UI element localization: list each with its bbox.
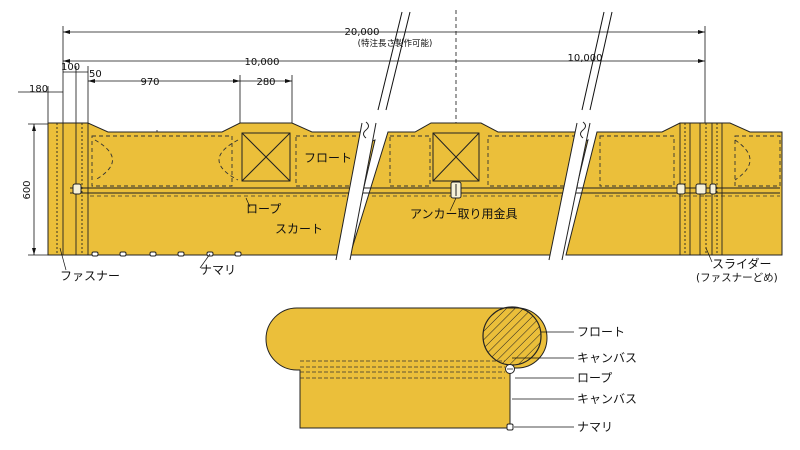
label-weight: ナマリ — [200, 263, 236, 277]
label-anchor: アンカー取り用金具 — [410, 206, 518, 221]
section-weight — [506, 423, 514, 431]
cross-section — [265, 306, 574, 431]
fastener-strips — [56, 123, 723, 255]
dimension-arrows — [32, 30, 705, 255]
crossed-box-icon — [241, 132, 480, 182]
label-rope: ロープ — [246, 202, 281, 216]
section-label-canvas-top: キャンバス — [577, 351, 637, 365]
section-label-rope: ロープ — [577, 371, 612, 385]
fence-body — [47, 121, 783, 261]
dim-970: 970 — [140, 77, 159, 88]
dim-half-left: 10,000 — [245, 57, 280, 68]
section-label-float: フロート — [577, 325, 625, 339]
dim-100: 100 — [61, 62, 80, 73]
dimension-break-marks — [377, 11, 613, 111]
dim-280: 280 — [256, 77, 275, 88]
dim-50: 50 — [89, 69, 102, 80]
dim-half-right: 10,000 — [568, 53, 603, 64]
label-skirt: スカート — [275, 222, 323, 236]
label-fastener: ファスナー — [60, 269, 120, 283]
section-label-canvas-bottom: キャンバス — [577, 392, 637, 406]
slider-fittings — [72, 183, 717, 195]
dim-total: 20,000 — [345, 27, 380, 38]
fence-panel-left — [47, 122, 376, 256]
dim-180: 180 — [29, 84, 48, 95]
fence-panel-right — [565, 122, 783, 256]
break-mark-icon — [335, 121, 591, 261]
hatched-float-icon — [482, 306, 542, 366]
label-float: フロート — [304, 151, 352, 165]
dim-height: 600 — [22, 180, 33, 199]
leader-lines — [59, 197, 713, 271]
label-slider: スライダー — [712, 256, 772, 271]
dim-total-note: (特注長さ製作可能) — [358, 38, 433, 49]
anchor-fitting-icon — [450, 181, 462, 199]
section-label-weight: ナマリ — [577, 420, 613, 434]
label-slider-note: (ファスナーどめ) — [696, 272, 778, 284]
